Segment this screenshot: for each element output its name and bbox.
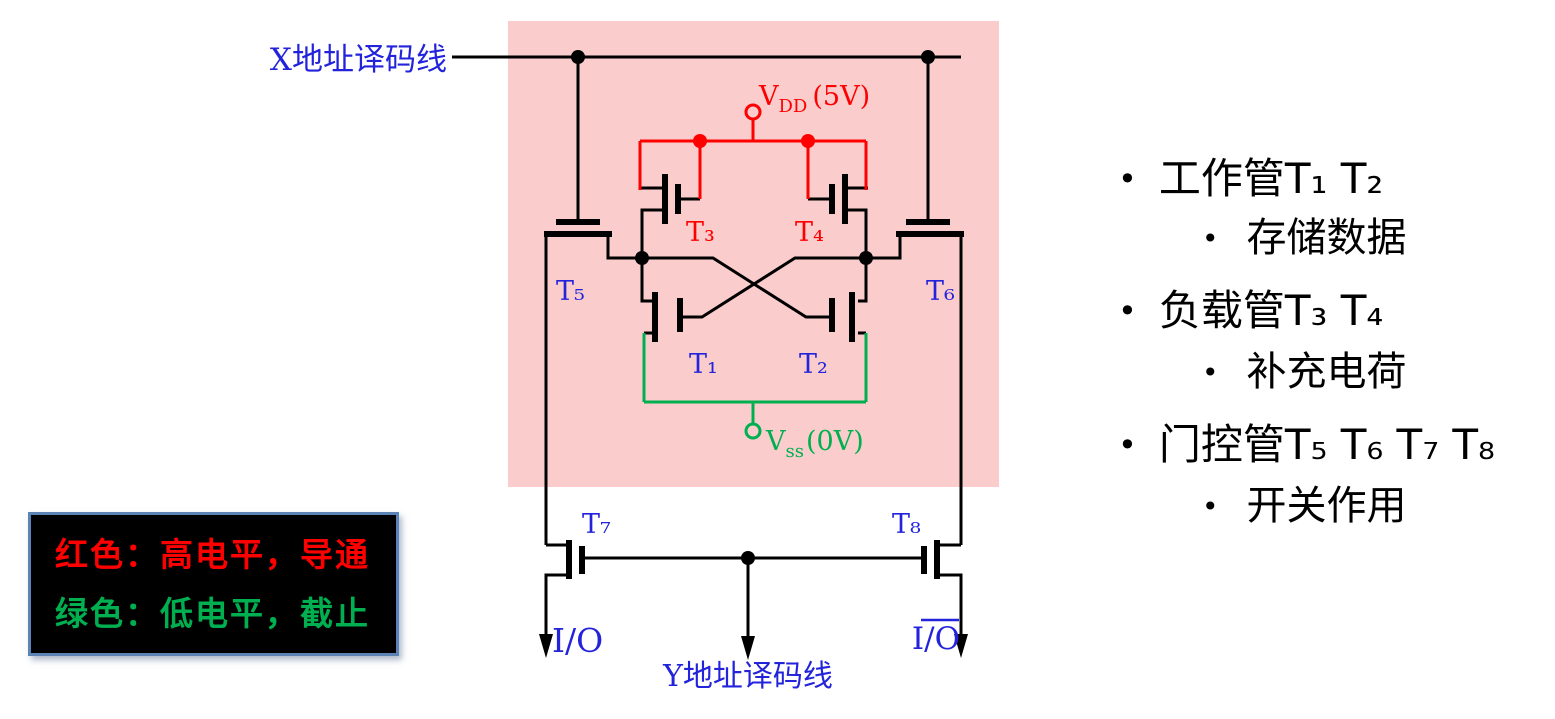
vdd-subscript: DD (779, 96, 808, 117)
t3-label: T₃ (686, 217, 715, 248)
t2-drain-lead (858, 258, 868, 303)
cross-couple-a-to-t2-gate (642, 256, 834, 319)
t5-right-lead (606, 234, 642, 260)
io-label: I/O (552, 621, 603, 660)
y-address-line-label: Y地址译码线 (662, 659, 833, 694)
transistor-T8 (921, 540, 963, 636)
x-line-junction-left (571, 50, 585, 64)
io-down-arrow-icon (539, 634, 553, 658)
bullet-icon: • (1202, 222, 1219, 255)
t3-source-lead (640, 208, 662, 258)
note-subitem-label: 开关作用 (1246, 483, 1407, 529)
t8-bottom-lead-iobar (940, 573, 963, 636)
t5-label: T₅ (556, 276, 585, 307)
y-line-junction (741, 551, 755, 565)
t1-drain-lead (640, 258, 652, 303)
note-subitem-label: 存储数据 (1246, 215, 1407, 261)
t7-label: T₇ (582, 509, 611, 540)
vdd-bus-junction-right (801, 134, 815, 148)
bullet-icon: • (1118, 426, 1137, 464)
x-line-junction-right (921, 50, 935, 64)
iobar-down-arrow-icon (954, 634, 968, 658)
transistor-T5 (544, 219, 642, 545)
storage-node-b (859, 251, 873, 265)
bullet-icon: • (1118, 160, 1137, 198)
transistor-T6 (866, 219, 964, 545)
bullet-icon: • (1202, 490, 1219, 523)
transistor-T2 (829, 258, 868, 342)
note-item-label: 负载管T₃ T₄ (1158, 286, 1384, 335)
black-wires (452, 55, 964, 640)
legend-green-line: 绿色：低电平，截止 (55, 594, 370, 633)
vdd-bus-junction-left (693, 134, 707, 148)
vss-terminal-circle (744, 422, 762, 440)
transistor-T1 (640, 258, 683, 342)
vdd-label: VDD(5V) (758, 81, 870, 117)
transistor-T7 (544, 540, 585, 636)
transistor-T3 (640, 174, 700, 258)
vss-value: (0V) (806, 426, 864, 457)
red-wires-vdd (638, 103, 868, 199)
t8-label: T₈ (892, 509, 921, 540)
legend-red-line: 红色：高电平，导通 (55, 535, 370, 574)
note-item-working-transistors: • 工作管T₁ T₂ (1118, 154, 1384, 203)
t6-label: T₆ (926, 276, 955, 307)
t1-label: T₁ (689, 349, 718, 380)
vdd-terminal-circle (744, 103, 762, 121)
t4-label: T₄ (795, 217, 824, 248)
legend-box: 红色：高电平，导通 绿色：低电平，截止 (28, 512, 399, 656)
note-item-label: 门控管T₅ T₆ T₇ T₈ (1158, 420, 1495, 469)
green-wires-vss (642, 333, 868, 440)
bullet-icon: • (1202, 356, 1219, 389)
bullet-icon: • (1118, 292, 1137, 330)
storage-node-a (635, 251, 649, 265)
io-bar-label: I/O (912, 621, 960, 657)
transistor-T4 (808, 174, 868, 258)
note-item-gating-transistors: • 门控管T₅ T₆ T₇ T₈ (1118, 420, 1495, 469)
y-line-down-arrow-icon (741, 636, 755, 660)
x-address-line-label: X地址译码线 (270, 42, 447, 78)
note-item-load-transistors: • 负载管T₃ T₄ (1118, 286, 1384, 335)
vss-subscript: ss (786, 441, 804, 462)
t4-source-lead (848, 208, 868, 258)
vdd-base: V (758, 81, 779, 112)
cross-couple-b-to-t1-gate (678, 256, 866, 319)
down-arrows (539, 634, 968, 660)
note-subitem-label: 补充电荷 (1246, 349, 1407, 395)
junction-dots (571, 50, 935, 565)
t7-bottom-lead-io (544, 573, 566, 636)
note-item-label: 工作管T₁ T₂ (1158, 154, 1384, 203)
vdd-value: (5V) (812, 81, 870, 112)
t6-left-lead (866, 234, 902, 260)
t2-label: T₂ (799, 349, 828, 380)
note-subitem-replenish-charge: • 补充电荷 (1202, 349, 1407, 395)
note-subitem-switch-function: • 开关作用 (1202, 483, 1407, 529)
vss-base: V (765, 426, 786, 457)
vss-label: Vss(0V) (765, 426, 864, 462)
note-subitem-store-data: • 存储数据 (1202, 215, 1407, 261)
